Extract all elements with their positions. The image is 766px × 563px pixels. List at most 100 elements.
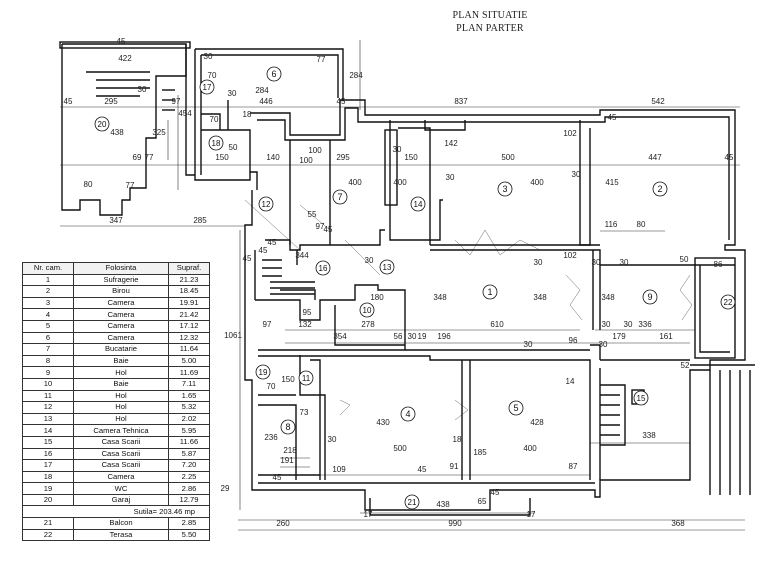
dimension-label: 400 <box>530 178 544 187</box>
dimension-label: 990 <box>448 519 462 528</box>
legend-room-area: 2.86 <box>168 482 210 495</box>
room-marker-circle <box>266 66 282 82</box>
dimension-label: 30 <box>228 89 237 98</box>
room-marker-circle <box>633 390 649 406</box>
legend-header-use: Folosinta <box>73 262 169 275</box>
dimension-label: 344 <box>295 251 309 260</box>
legend-room-number: 1 <box>22 273 74 287</box>
dimension-label: 95 <box>303 308 312 317</box>
dimension-label: 278 <box>361 320 375 329</box>
dimension-label: 354 <box>333 332 347 341</box>
dimension-label: 30 <box>138 85 147 94</box>
room-marker-circle <box>199 79 215 95</box>
legend-room-area: 11.69 <box>168 366 210 379</box>
legend-room-number: 3 <box>22 296 74 310</box>
legend-room-number: 7 <box>22 343 74 356</box>
dimension-label: 295 <box>336 153 350 162</box>
dimension-label: 347 <box>109 216 123 225</box>
legend-room-area: 19.91 <box>168 296 210 310</box>
walls <box>59 41 755 516</box>
dimension-label: 45 <box>268 238 277 247</box>
legend-room-area: 17.12 <box>168 319 210 333</box>
dimension-label: 368 <box>671 519 685 528</box>
dimension-label: 30 <box>524 340 533 349</box>
dimension-label: 55 <box>308 210 317 219</box>
dimension-label: 180 <box>370 293 384 302</box>
room-number-label: 9 <box>647 292 652 302</box>
dimension-label: 30 <box>204 52 213 61</box>
legend-room-use: Hol <box>73 412 169 426</box>
dimension-label: 336 <box>638 320 652 329</box>
dimension-lines <box>60 40 745 531</box>
dimension-label: 30 <box>534 258 543 267</box>
dimension-label: 45 <box>243 254 252 263</box>
dimension-label: 30 <box>393 145 402 154</box>
dimension-label: 73 <box>300 408 309 417</box>
dimension-label: 70 <box>210 115 219 124</box>
room-marker-circle <box>298 370 314 386</box>
dimension-label: 422 <box>118 54 132 63</box>
legend-room-use: Hol <box>73 401 169 414</box>
dimension-label: 87 <box>569 462 578 471</box>
legend-room-area: 7.11 <box>168 377 210 391</box>
legend-room-number: 9 <box>22 366 74 379</box>
room-marker-circle <box>652 181 668 197</box>
legend-room-number: 16 <box>22 447 74 461</box>
legend-room-number: 17 <box>22 459 74 472</box>
room-marker-circle <box>482 284 498 300</box>
dimension-label: 1061 <box>224 331 242 340</box>
dimension-label: 45 <box>259 246 268 255</box>
dimension-label: 45 <box>725 153 734 162</box>
legend-room-use: WC <box>73 482 169 495</box>
dimension-label: 348 <box>433 293 447 302</box>
dimension-label: 338 <box>642 431 656 440</box>
room-number-label: 14 <box>414 200 423 209</box>
legend-room-use: Casa Scarii <box>73 459 169 472</box>
dimension-label: 438 <box>436 500 450 509</box>
dimension-label: 19 <box>418 332 427 341</box>
legend-room-number: 10 <box>22 377 74 391</box>
dimension-label: 400 <box>393 178 407 187</box>
dimension-label: 65 <box>478 497 487 506</box>
room-number-label: 12 <box>262 200 271 209</box>
room-marker-circle <box>255 364 271 380</box>
legend-room-use: Sufragerie <box>73 273 169 287</box>
legend-room-area: 2.25 <box>168 470 210 484</box>
room-marker-circle <box>280 419 296 435</box>
dimension-label: 29 <box>221 484 230 493</box>
dimension-label: 30 <box>446 173 455 182</box>
legend-room-number: 4 <box>22 308 74 321</box>
legend-room-number: 5 <box>22 319 74 333</box>
room-marker-circle <box>208 135 224 151</box>
room-marker-circle <box>508 400 524 416</box>
legend-room-area: 7.20 <box>168 459 210 472</box>
dimension-label: 430 <box>376 418 390 427</box>
dimension-label: 97 <box>172 97 181 106</box>
legend-room-number: 6 <box>22 331 74 345</box>
legend-header-row: Nr. cam. Folosinta Supraf. <box>22 262 210 275</box>
dimension-label: 45 <box>273 473 282 482</box>
dimension-label: 415 <box>605 178 619 187</box>
room-number-label: 19 <box>259 368 268 377</box>
dimension-label: 454 <box>178 109 192 118</box>
dimension-label: 30 <box>592 258 601 267</box>
dimension-label: 610 <box>490 320 504 329</box>
legend-room-area: 11.64 <box>168 343 210 356</box>
legend-room-use: Camera <box>73 296 169 310</box>
dimension-label: 56 <box>394 332 403 341</box>
room-marker-circle <box>400 406 416 422</box>
legend-room-number: 13 <box>22 412 74 426</box>
room-marker-circle <box>720 294 736 310</box>
dimension-label: 142 <box>444 139 458 148</box>
